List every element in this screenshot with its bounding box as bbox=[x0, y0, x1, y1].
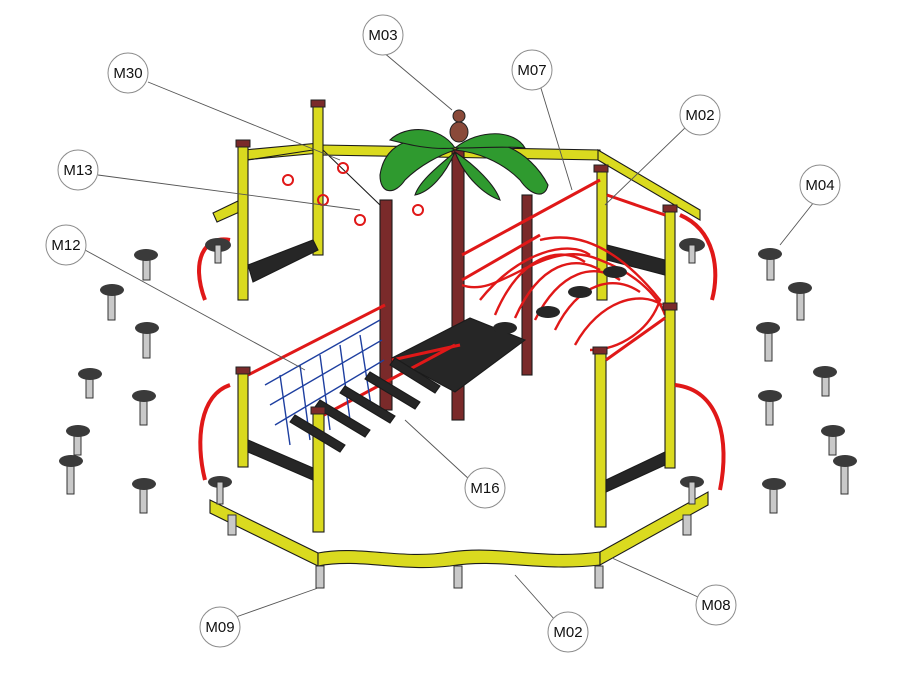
stepping-stumps-right bbox=[756, 248, 857, 514]
stepping-stump bbox=[821, 425, 845, 456]
callout-m12: M12 bbox=[45, 224, 87, 266]
callout-label: M02 bbox=[553, 624, 582, 641]
stepping-stump bbox=[833, 455, 857, 495]
climbing-net bbox=[264, 319, 385, 446]
tunnel-pads bbox=[493, 266, 627, 334]
stepping-stump bbox=[758, 390, 782, 426]
stepping-stump bbox=[758, 248, 782, 281]
stepping-stump bbox=[135, 322, 159, 359]
front-right-frame bbox=[594, 307, 726, 528]
central-tower bbox=[379, 149, 601, 421]
callout-m13: M13 bbox=[57, 149, 99, 191]
monkey-figure bbox=[449, 109, 469, 143]
callout-label: M08 bbox=[701, 597, 730, 614]
stepping-stump bbox=[132, 478, 156, 514]
stepping-stumps-left bbox=[59, 249, 159, 514]
tunnel-climber bbox=[461, 236, 667, 352]
stepping-stump bbox=[762, 478, 786, 514]
front-left-frame bbox=[198, 303, 456, 533]
callout-label: M16 bbox=[470, 480, 499, 497]
stepping-stump bbox=[66, 425, 90, 456]
stepping-stump bbox=[78, 368, 102, 399]
post-caps bbox=[235, 99, 678, 415]
callout-label: M02 bbox=[685, 107, 714, 124]
stepping-stump bbox=[756, 322, 780, 362]
callout-label: M09 bbox=[205, 619, 234, 636]
stepping-stump bbox=[813, 366, 837, 397]
callout-m16: M16 bbox=[464, 467, 506, 509]
stepping-stump bbox=[788, 282, 812, 321]
stepping-stump bbox=[100, 284, 124, 321]
callout-m02-top: M02 bbox=[679, 94, 721, 136]
callout-label: M13 bbox=[63, 162, 92, 179]
callout-m08: M08 bbox=[695, 584, 737, 626]
callout-label: M30 bbox=[113, 65, 142, 82]
palm-roof bbox=[379, 129, 549, 201]
stepping-stump bbox=[132, 390, 156, 426]
callout-m30: M30 bbox=[107, 52, 149, 94]
callout-label: M03 bbox=[368, 27, 397, 44]
front-beam bbox=[208, 476, 709, 589]
callout-m04: M04 bbox=[799, 164, 841, 206]
stepping-stump bbox=[134, 249, 158, 281]
callout-m02-bottom: M02 bbox=[547, 611, 589, 653]
callout-m09: M09 bbox=[199, 606, 241, 648]
callout-label: M07 bbox=[517, 62, 546, 79]
callout-m07: M07 bbox=[511, 49, 553, 91]
callout-m03: M03 bbox=[362, 14, 404, 56]
stepping-stump bbox=[59, 455, 83, 495]
callout-label: M04 bbox=[805, 177, 834, 194]
leader-lines bbox=[84, 51, 815, 621]
callout-label: M12 bbox=[51, 237, 80, 254]
bridge-slats bbox=[289, 357, 441, 453]
